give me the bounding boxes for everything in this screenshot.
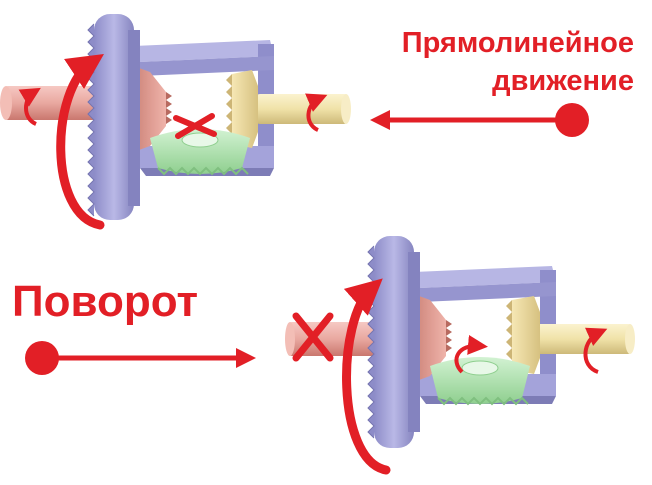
blocked-x-icon: [292, 312, 334, 362]
spider-rotation-icon: [454, 334, 488, 374]
differential-bottom: [25, 236, 635, 475]
ring-rotation-arrow: [342, 278, 391, 475]
blocked-x-icon: [173, 113, 217, 139]
spider-gear: [150, 129, 250, 176]
right-shaft-rotation-icon: [583, 327, 608, 374]
right-axle-shaft: [256, 94, 348, 124]
right-axle-shaft: [536, 324, 632, 354]
ring-rotation-arrow: [56, 53, 105, 230]
straight-input-arrow-icon: [370, 103, 589, 137]
right-side-gear: [226, 70, 258, 148]
turn-input-arrow-icon: [25, 341, 256, 375]
straight-motion-label: Прямолинейное движение: [401, 27, 634, 97]
spider-gear: [430, 357, 530, 406]
ring-gear: [367, 236, 420, 448]
left-axle-shaft: [288, 322, 388, 356]
differential-top: [0, 14, 589, 230]
right-side-gear: [506, 296, 540, 374]
ring-gear: [87, 14, 140, 220]
right-shaft-rotation-icon: [305, 93, 328, 132]
left-shaft-rotation-icon: [18, 87, 41, 126]
turn-label: Поворот: [12, 277, 199, 326]
